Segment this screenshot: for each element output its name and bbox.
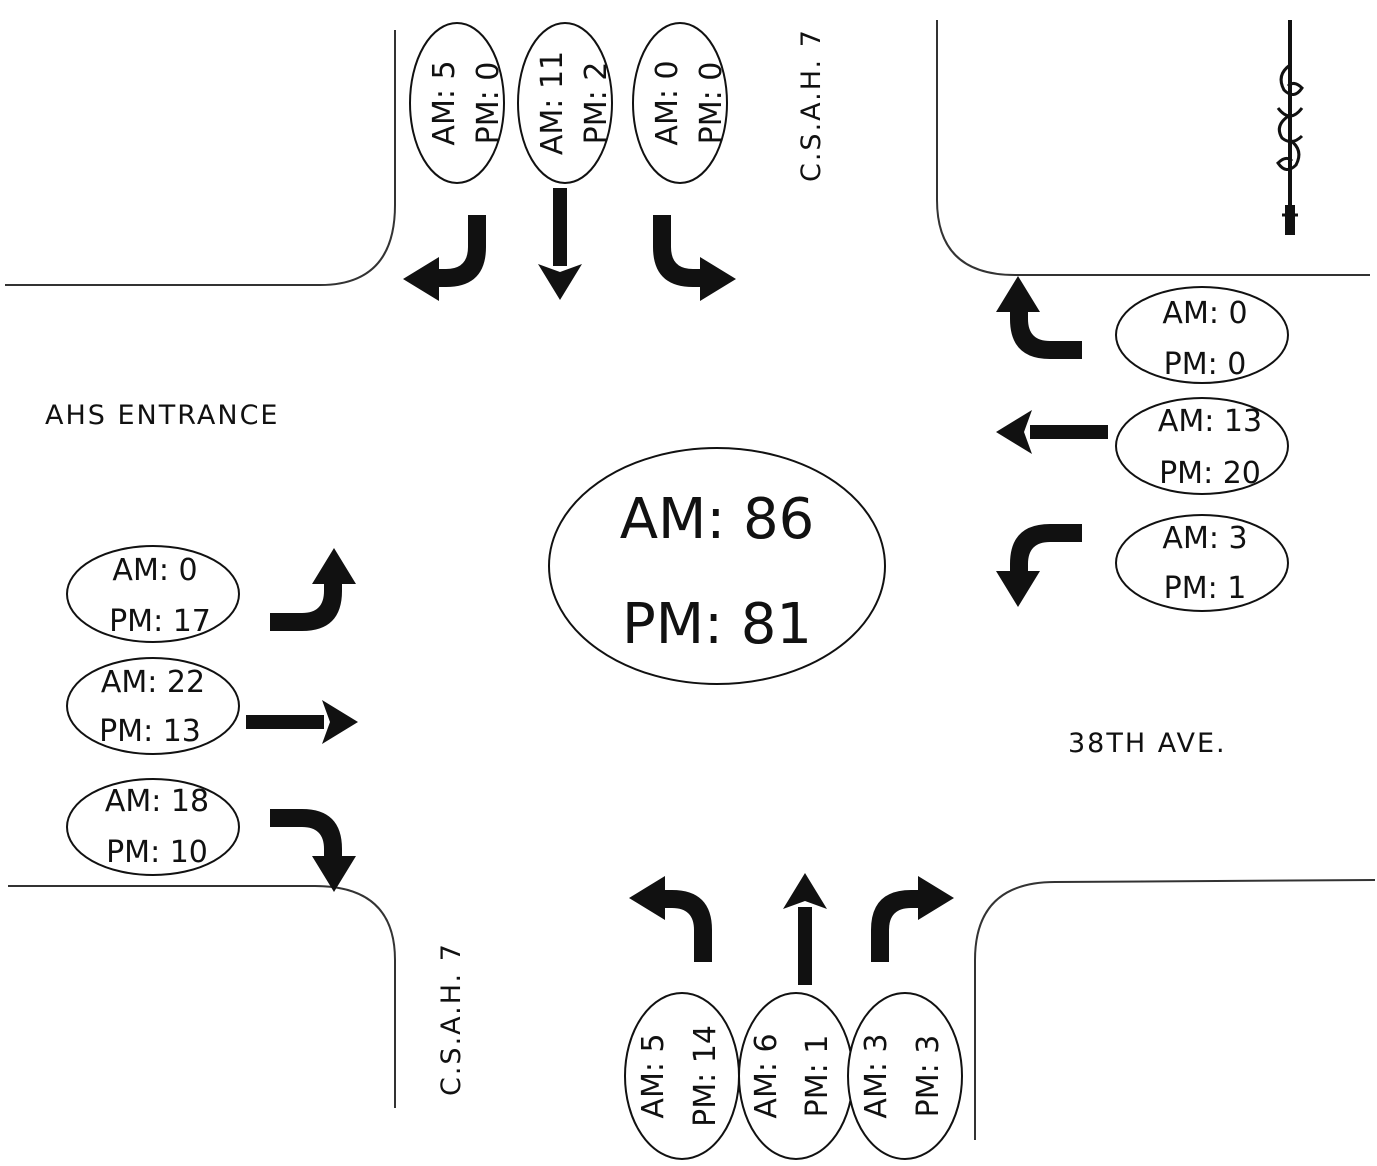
curb-ne (936, 20, 1370, 276)
movement-wb-through: AM: 13 PM: 20 (1115, 397, 1289, 495)
arrow-nb-through (783, 873, 827, 985)
volume-am: AM: 6 (749, 1033, 784, 1118)
movement-eb-left: AM: 0 PM: 17 (66, 545, 240, 643)
arrow-sb-right (403, 215, 486, 301)
arrow-nb-right (871, 876, 954, 962)
volume-am: AM: 22 (101, 665, 205, 700)
movement-eb-right: AM: 18 PM: 10 (66, 778, 240, 876)
curb-nw (5, 30, 396, 286)
volume-pm: PM: 20 (1159, 456, 1261, 491)
volume-am: AM: 3 (859, 1033, 894, 1118)
volume-am: AM: 11 (535, 51, 570, 155)
arrow-eb-right (270, 809, 356, 892)
approach-eastbound: AM: 0 PM: 17 AM: 22 PM: 13 AM: 18 PM: 10 (66, 545, 358, 892)
approach-southbound: AM: 5 PM: 0 AM: 11 PM: 2 AM: 0 PM: 0 (403, 22, 736, 301)
volume-pm: PM: 13 (99, 714, 201, 749)
arrow-wb-right (996, 276, 1082, 359)
arrow-wb-through (996, 410, 1108, 454)
total-pm: PM: 81 (622, 592, 812, 657)
volume-pm: PM: 2 (579, 62, 614, 145)
volume-pm: PM: 10 (106, 835, 208, 870)
total-oval (548, 447, 886, 685)
volume-am: AM: 0 (1162, 296, 1247, 331)
approach-westbound: AM: 0 PM: 0 AM: 13 PM: 20 AM: 3 PM: 1 (996, 276, 1289, 612)
volume-pm: PM: 17 (109, 604, 211, 639)
movement-sb-through: AM: 11 PM: 2 (517, 22, 614, 184)
movement-wb-left: AM: 3 PM: 1 (1115, 514, 1289, 612)
arrow-eb-through (246, 700, 358, 744)
street-label-south: C.S.A.H. 7 (436, 942, 467, 1096)
volume-pm: PM: 0 (1164, 347, 1247, 382)
volume-am: AM: 0 (650, 60, 685, 145)
movement-sb-right: AM: 5 PM: 0 (409, 22, 506, 184)
volume-am: AM: 18 (105, 784, 209, 819)
curb-sw (8, 885, 396, 1108)
arrow-eb-left (270, 548, 356, 631)
movement-eb-through: AM: 22 PM: 13 (66, 657, 240, 755)
arrow-nb-left (629, 876, 712, 962)
movement-nb-right: AM: 3 PM: 3 (847, 992, 963, 1160)
volume-pm: PM: 0 (471, 62, 506, 145)
volume-pm: PM: 0 (694, 62, 729, 145)
total-volume: AM: 86 PM: 81 (548, 447, 886, 685)
volume-am: AM: 5 (636, 1033, 671, 1118)
movement-wb-right: AM: 0 PM: 0 (1115, 286, 1289, 384)
curb-se (974, 879, 1376, 1140)
north-arrow-icon (1276, 20, 1304, 235)
street-label-west: AHS ENTRANCE (45, 400, 280, 431)
volume-am: AM: 0 (112, 553, 197, 588)
total-am: AM: 86 (620, 487, 815, 552)
movement-nb-left: AM: 5 PM: 14 (624, 992, 740, 1160)
volume-am: AM: 13 (1158, 404, 1262, 439)
arrow-sb-left (653, 215, 736, 301)
street-label-north: C.S.A.H. 7 (796, 28, 827, 182)
volume-am: AM: 5 (427, 60, 462, 145)
movement-nb-through: AM: 6 PM: 1 (738, 992, 854, 1160)
arrow-sb-through (538, 188, 582, 300)
street-label-east: 38TH AVE. (1068, 728, 1227, 759)
arrow-wb-left (996, 524, 1082, 607)
volume-pm: PM: 1 (800, 1035, 835, 1118)
volume-pm: PM: 14 (688, 1025, 723, 1127)
volume-pm: PM: 1 (1164, 571, 1247, 606)
movement-sb-left: AM: 0 PM: 0 (632, 22, 729, 184)
curb-lines (5, 20, 1376, 1140)
approach-northbound: AM: 5 PM: 14 AM: 6 PM: 1 AM: 3 PM: 3 (624, 873, 963, 1160)
volume-am: AM: 3 (1162, 521, 1247, 556)
volume-pm: PM: 3 (911, 1035, 946, 1118)
